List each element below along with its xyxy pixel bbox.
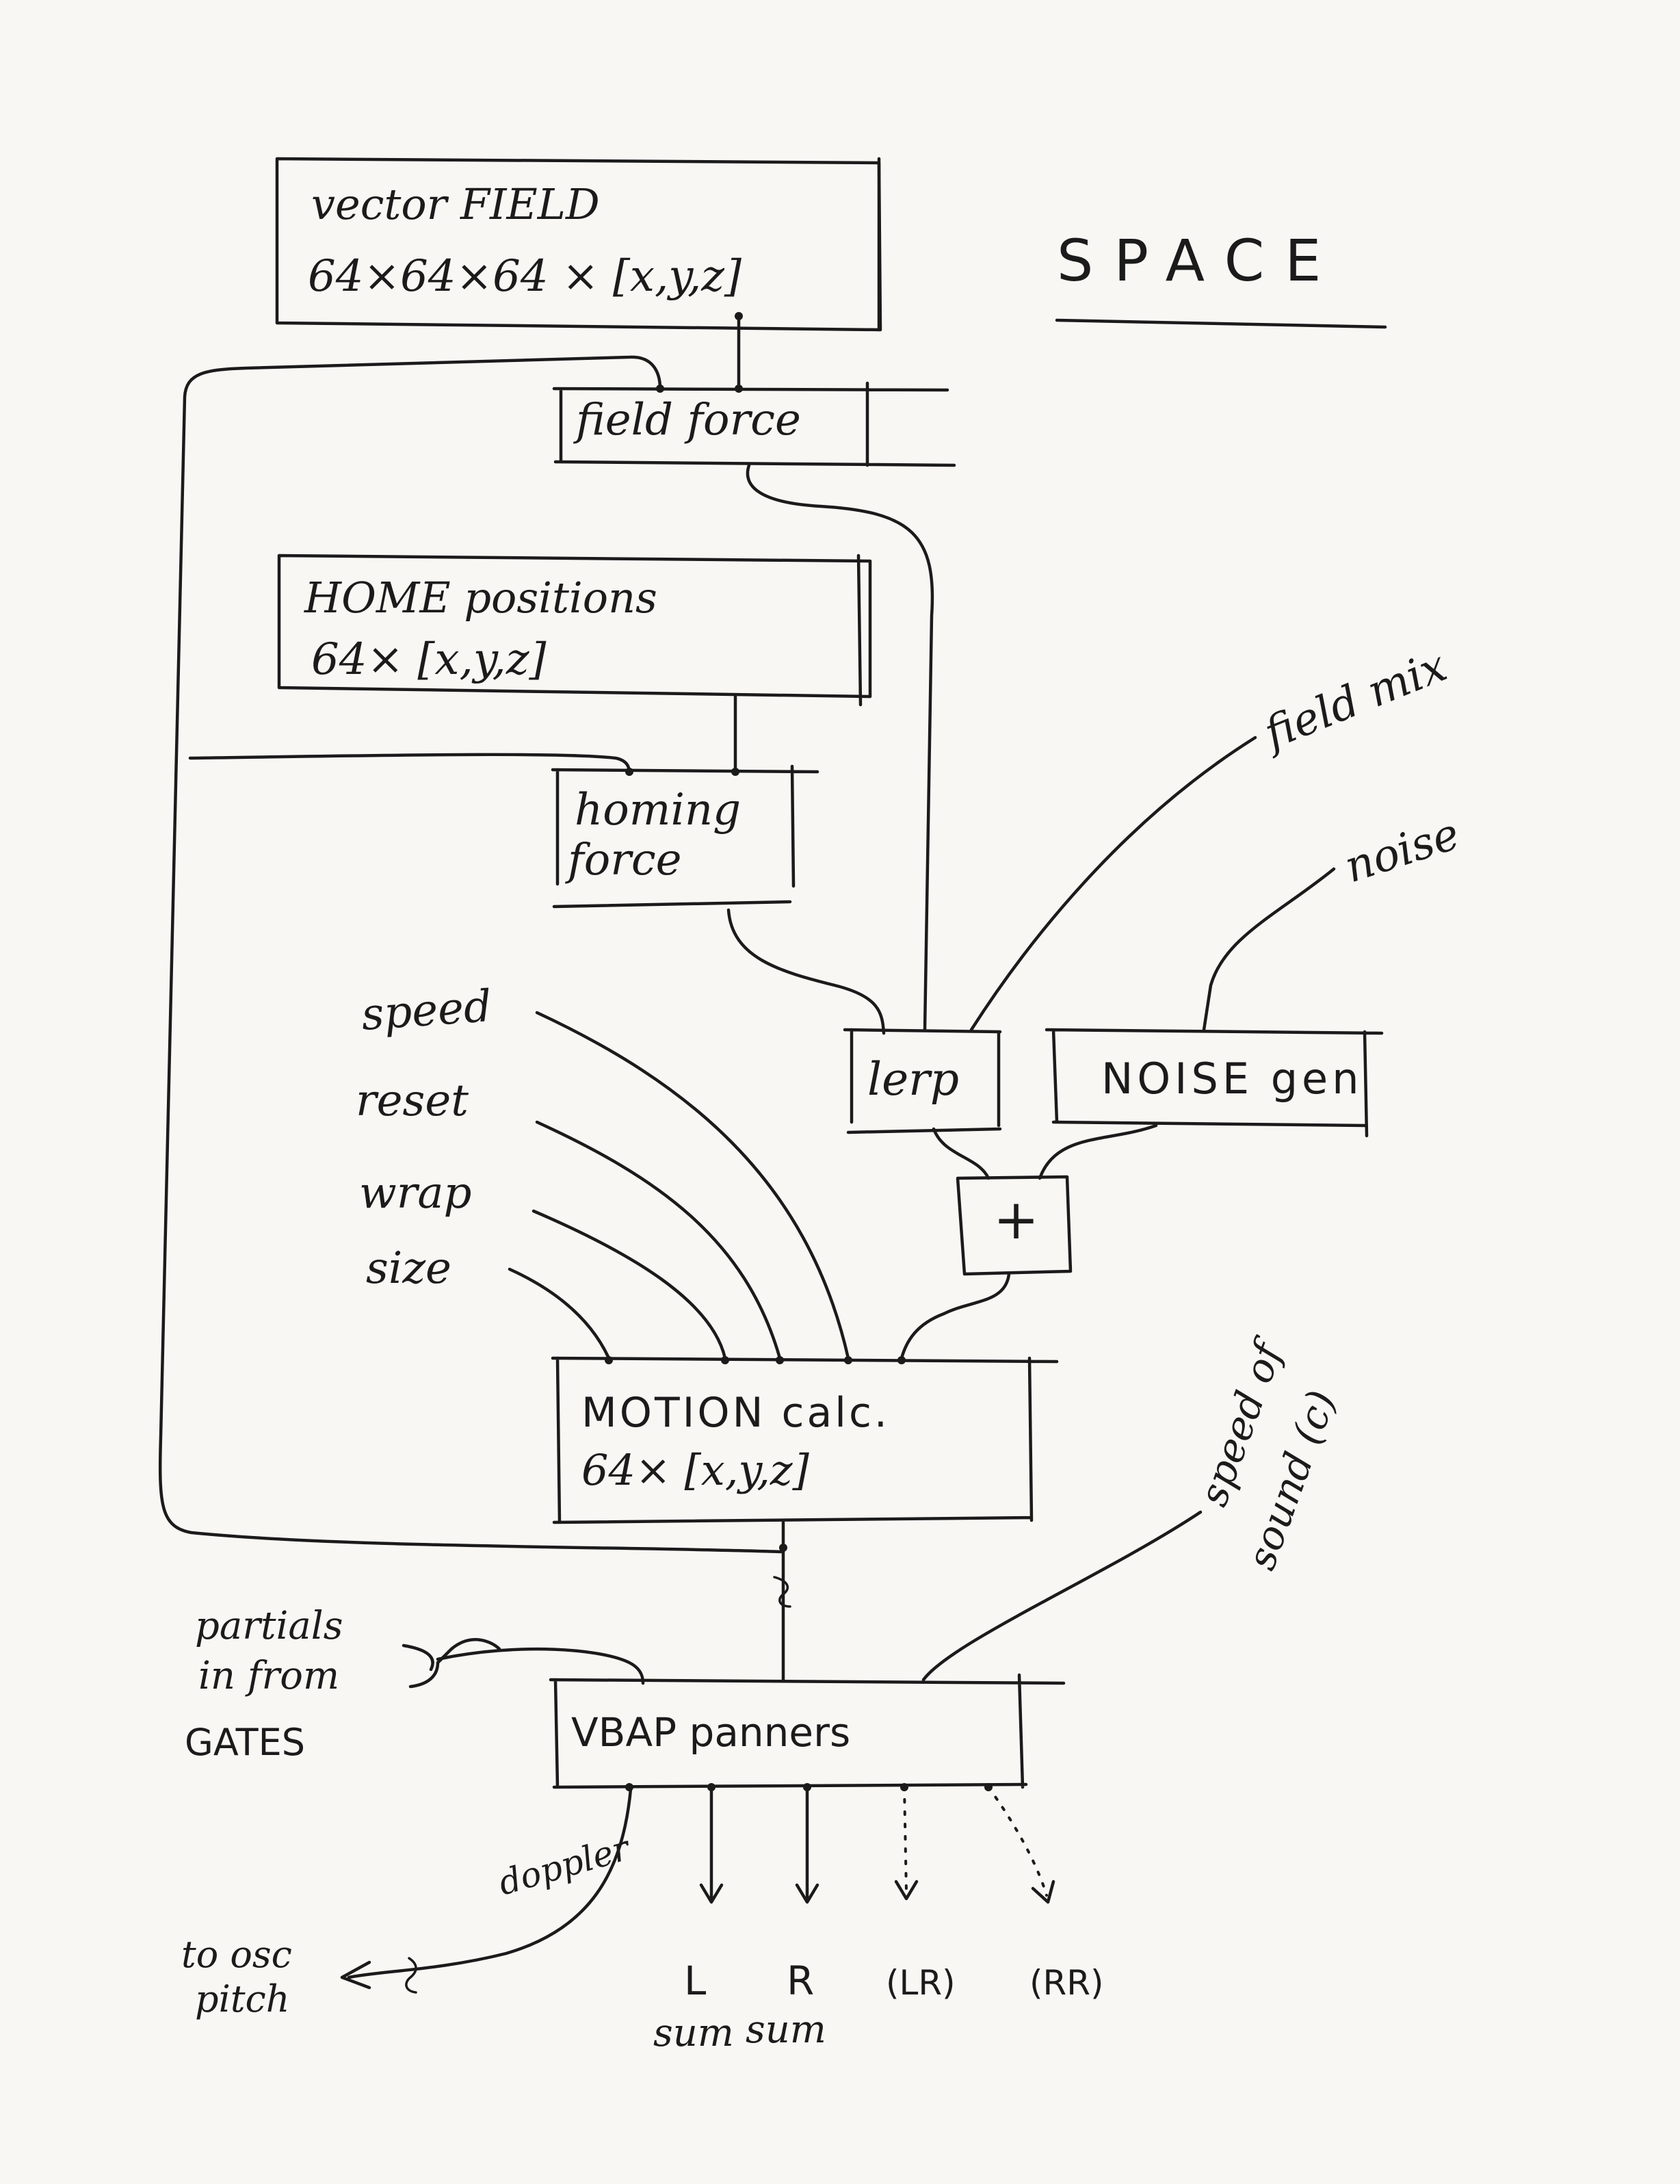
wire-LR [903,1786,908,1893]
wire-field-force-to-lerp [746,463,934,1032]
wire-field-mix-to-lerp [969,736,1257,1032]
motion-inlet-wrap [721,1356,729,1364]
motion-calc-line2: 64× [x,y,z] [581,1445,810,1495]
LR-arrowhead [894,1880,919,1901]
plus-label: + [993,1188,1039,1251]
motion-inlet-speed [844,1356,852,1364]
reset-label: reset [356,1076,469,1126]
motion-calc-box [551,1356,1059,1524]
wire-partials-to-vbap [436,1647,645,1685]
field-force-box [552,381,956,467]
field-mix-label: field mix [1255,640,1454,760]
noise-gen-label: NOISE gen [1101,1054,1363,1104]
homing-force-box [551,764,819,909]
out-LR-label: (LR) [886,1963,956,2003]
partials-line3: GATES [185,1721,305,1764]
home-positions-line1: HOME positions [304,573,657,623]
wire-noise-to-noise-gen [1202,867,1336,1032]
wire-size [508,1267,611,1360]
partials-line2: in from [198,1654,339,1698]
vector-field-line2: 64×64×64 × [x,y,z] [308,251,742,302]
doppler-squiggle [405,1957,417,1994]
vbap-label: VBAP panners [571,1709,850,1756]
homing-force-line2: force [565,835,682,885]
title-underline [1055,318,1387,329]
doppler-arrowhead [340,1960,371,1990]
wire-homing-to-lerp [726,908,886,1035]
lerp-box [843,1028,1002,1134]
wrap-label: wrap [359,1168,472,1219]
size-label: size [366,1243,451,1294]
doppler-label: doppler [494,1828,635,1903]
homing-force-inlet-left [625,768,633,776]
to-osc-line1: to osc [181,1933,292,1976]
motion-inlet-plus [897,1356,906,1364]
wire-doppler [347,1787,633,1979]
field-force-inlet-right [735,385,743,393]
noise-gen-box [1045,1028,1384,1138]
partials-bracket [402,1638,501,1689]
wire-plus-to-motion [900,1272,1011,1360]
motion-inlet-reset [776,1356,784,1364]
plus-box [956,1175,1073,1276]
L-arrowhead [699,1883,724,1904]
noise-label: noise [1339,809,1465,893]
homing-force-inlet-right [731,768,739,776]
motion-inlet-size [605,1356,613,1364]
to-osc-line2: pitch [195,1977,290,2020]
out-R-label: R [787,1958,814,2004]
R-arrowhead [795,1883,819,1904]
homing-force-line1: homing [575,785,741,835]
wire-noise-to-plus [1038,1123,1158,1180]
sum-L-label: sum [653,2011,734,2055]
partials-line1: partials [195,1604,343,1648]
wire-speed [535,1011,850,1360]
RR-arrowhead [1031,1880,1055,1904]
speed-label: speed [360,981,493,1041]
home-positions-line2: 64× [x,y,z] [311,634,547,685]
wire-lerp-to-plus [932,1127,990,1180]
lerp-label: lerp [867,1053,959,1106]
field-force-label: field force [573,395,801,445]
home-positions-box [277,554,872,699]
vector-field-line1: vector FIELD [311,179,600,229]
out-RR-label: (RR) [1029,1963,1104,2003]
wire-motion-squiggle [773,1576,791,1608]
wire-speed-of-sound [921,1510,1203,1682]
out-L-label: L [684,1958,706,2004]
home-positions-right-edge [856,554,863,707]
sum-R-label: sum [746,2007,826,2052]
vbap-box [549,1673,1066,1789]
wire-wrap [531,1209,727,1360]
wire-reset [535,1120,782,1360]
wire-RR [987,1786,1048,1897]
wire-feedback-field [158,355,785,1554]
motion-calc-line1: MOTION calc. [581,1389,890,1437]
diagram-title: SPACE [1057,227,1341,294]
wire-feedback-homing [188,753,631,775]
